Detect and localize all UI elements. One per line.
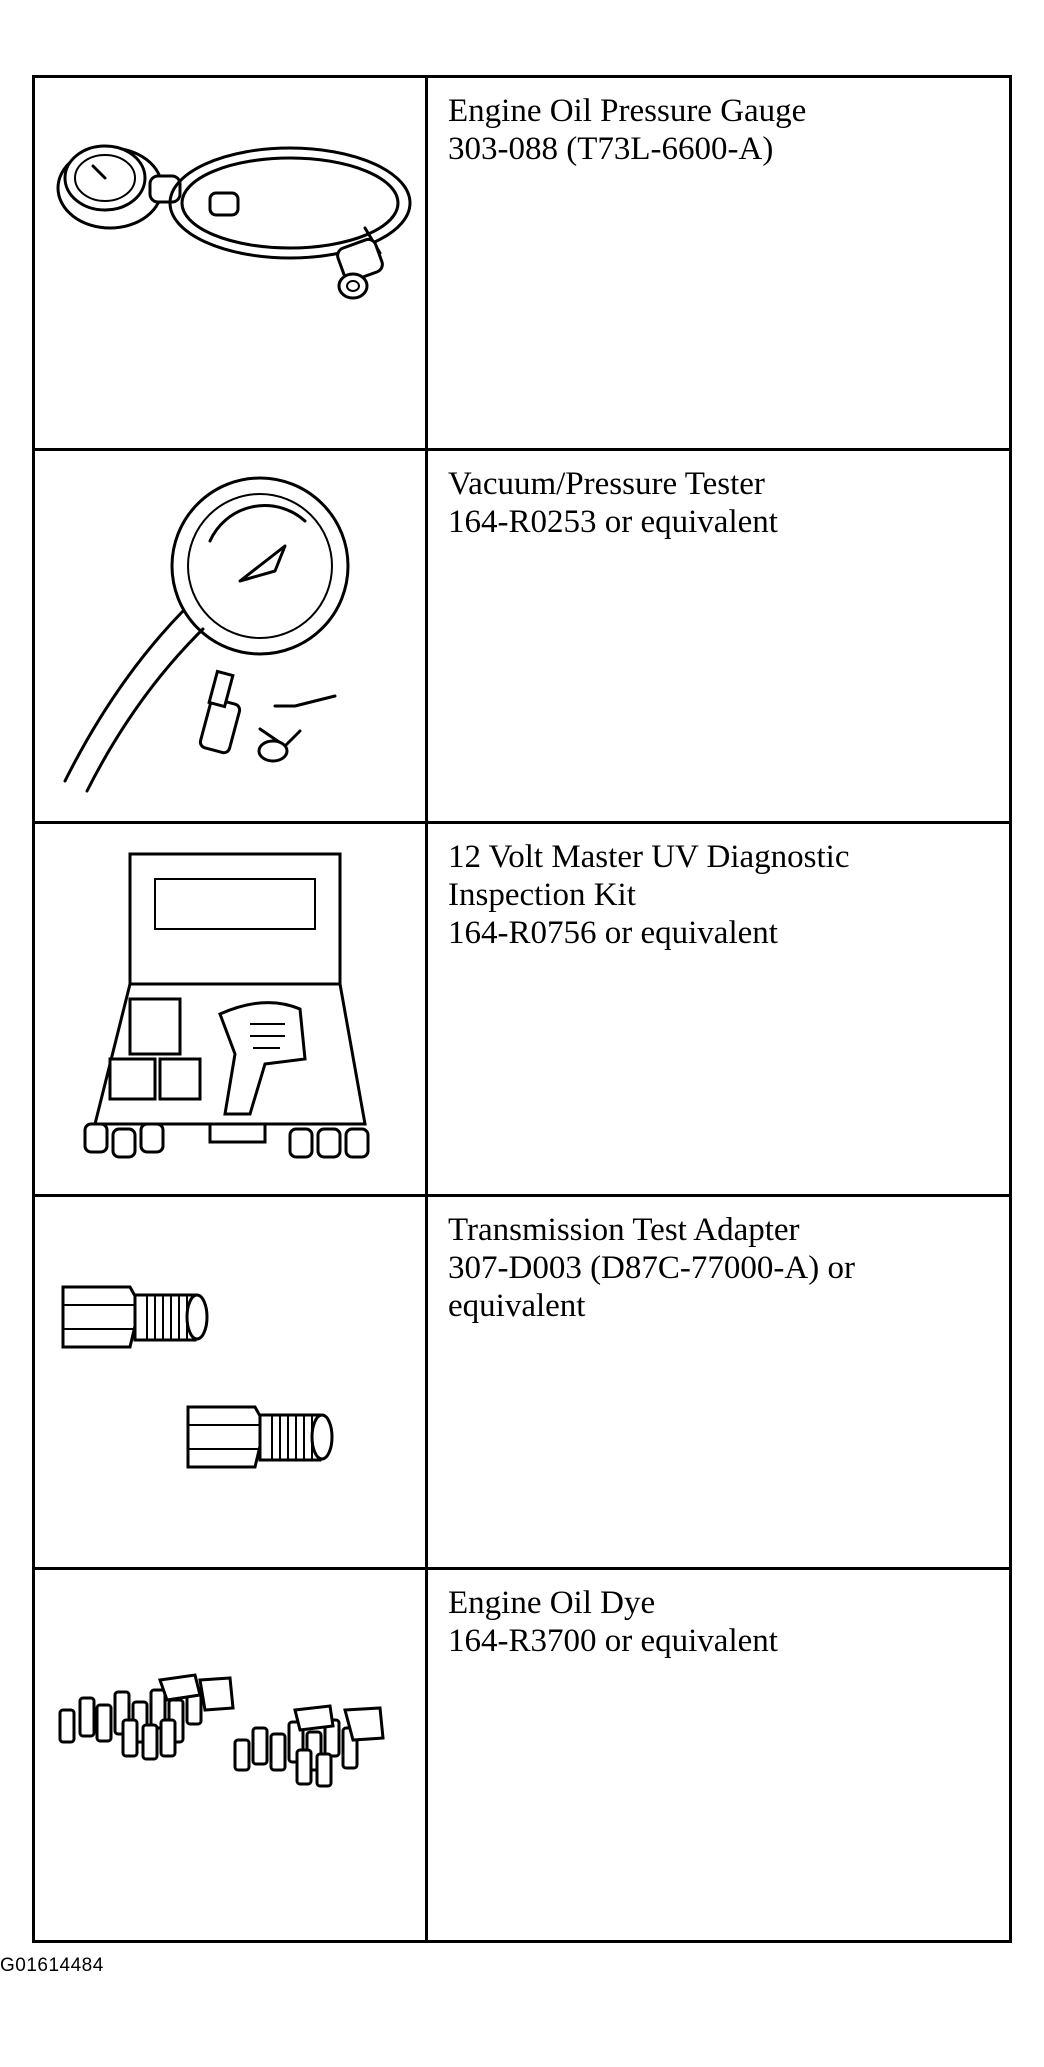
uv-diagnostic-kit-icon bbox=[83, 852, 370, 1159]
tool-part-number: 164-R0253 or equivalent bbox=[448, 504, 778, 540]
tool-part-number-continued: equivalent bbox=[448, 1288, 586, 1324]
tool-image-cell bbox=[32, 821, 428, 1197]
tool-name: Engine Oil Pressure Gauge bbox=[448, 93, 807, 129]
tool-description: Transmission Test Adapter 307-D003 (D87C… bbox=[425, 1194, 1012, 1570]
tool-description: Engine Oil Pressure Gauge 303-088 (T73L-… bbox=[425, 75, 1012, 451]
tool-part-number: 307-D003 (D87C-77000-A) or bbox=[448, 1250, 855, 1286]
tool-name: 12 Volt Master UV Diagnostic bbox=[448, 839, 850, 875]
tool-image-cell bbox=[32, 1194, 428, 1570]
oil-pressure-gauge-icon bbox=[56, 144, 412, 300]
tool-row: Vacuum/Pressure Tester 164-R0253 or equi… bbox=[32, 448, 1012, 824]
tool-part-number: 303-088 (T73L-6600-A) bbox=[448, 131, 774, 167]
tool-part-number: 164-R3700 or equivalent bbox=[448, 1623, 778, 1659]
tool-row: Engine Oil Dye 164-R3700 or equivalent bbox=[32, 1567, 1012, 1943]
tool-name: Transmission Test Adapter bbox=[448, 1212, 800, 1248]
tool-name-continued: Inspection Kit bbox=[448, 877, 636, 913]
tool-description: 12 Volt Master UV Diagnostic Inspection … bbox=[425, 821, 1012, 1197]
tool-row: Engine Oil Pressure Gauge 303-088 (T73L-… bbox=[32, 75, 1012, 451]
tool-row: Transmission Test Adapter 307-D003 (D87C… bbox=[32, 1194, 1012, 1570]
tool-description: Engine Oil Dye 164-R3700 or equivalent bbox=[425, 1567, 1012, 1943]
tool-name: Vacuum/Pressure Tester bbox=[448, 466, 765, 502]
tool-image-cell bbox=[32, 1567, 428, 1943]
test-adapter-icon bbox=[61, 1285, 334, 1469]
tool-part-number: 164-R0756 or equivalent bbox=[448, 915, 778, 951]
tool-image-cell bbox=[32, 75, 428, 451]
tool-description: Vacuum/Pressure Tester 164-R0253 or equi… bbox=[425, 448, 1012, 824]
vacuum-pressure-tester-icon bbox=[63, 476, 350, 793]
figure-id: G01614484 bbox=[0, 1955, 104, 1976]
oil-dye-bottles-icon bbox=[58, 1673, 385, 1788]
special-tools-table: Engine Oil Pressure Gauge 303-088 (T73L-… bbox=[32, 75, 1012, 1943]
tool-name: Engine Oil Dye bbox=[448, 1585, 656, 1621]
tool-row: 12 Volt Master UV Diagnostic Inspection … bbox=[32, 821, 1012, 1197]
tool-image-cell bbox=[32, 448, 428, 824]
